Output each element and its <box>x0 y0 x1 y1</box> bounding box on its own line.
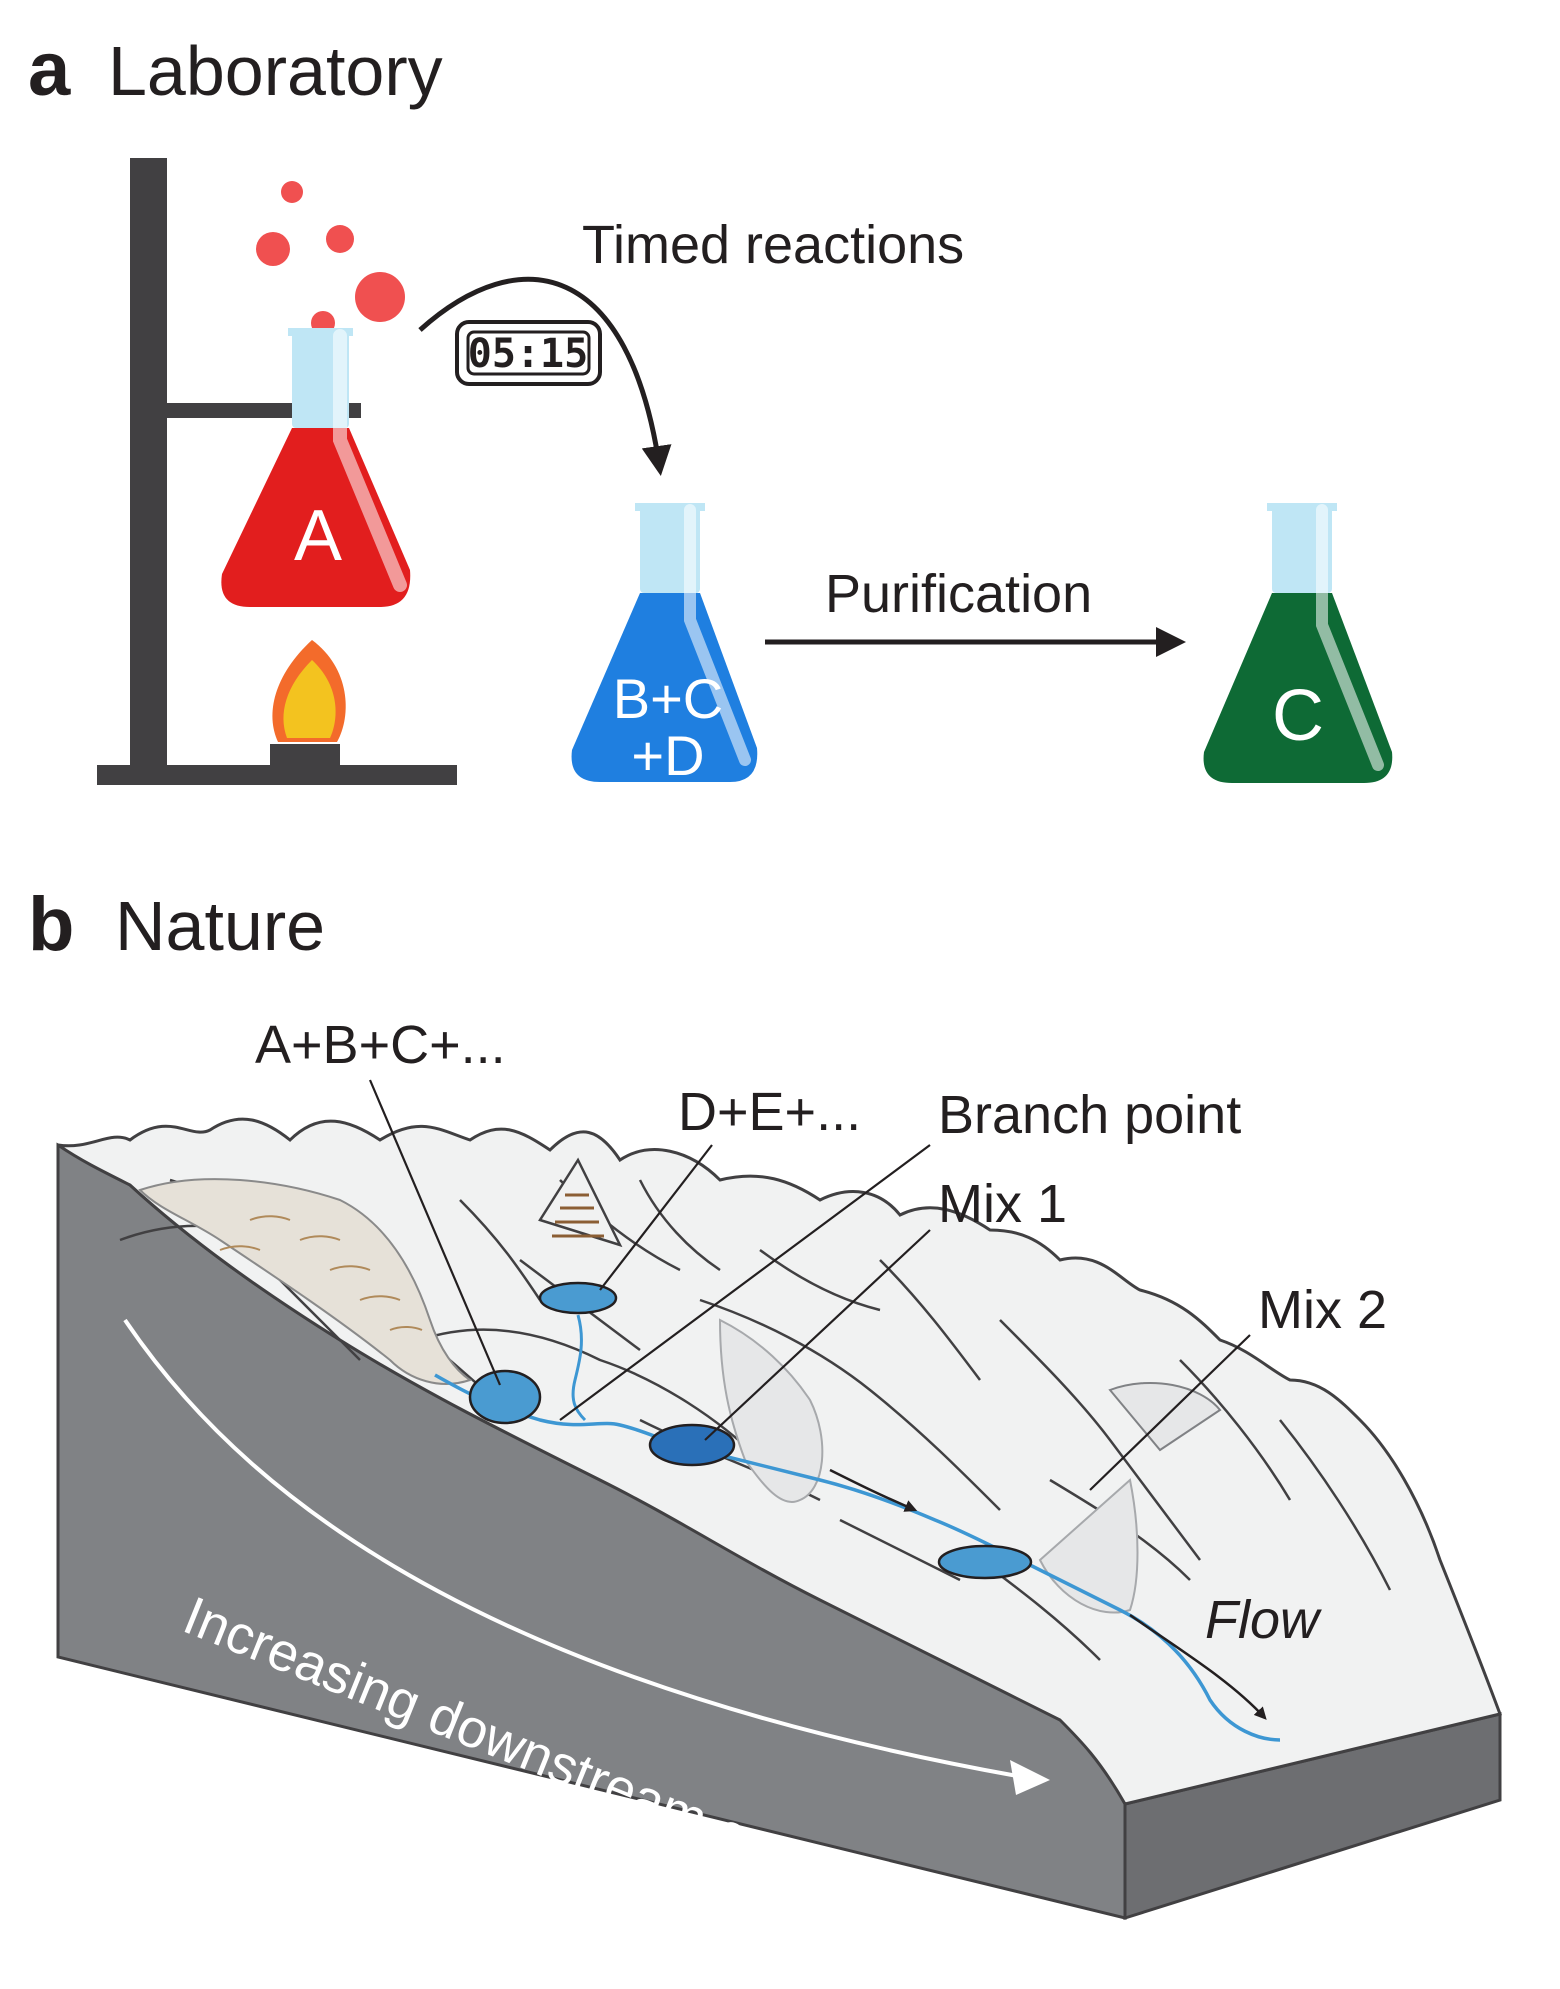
flask-red: A <box>221 328 411 607</box>
talus-cone <box>538 1157 623 1248</box>
label-mix1: Mix 1 <box>938 1174 1067 1234</box>
bubbles <box>256 181 405 335</box>
pool-de <box>538 1281 618 1315</box>
alluvial-fan-left <box>138 1178 473 1385</box>
flask-green-label: C <box>1272 676 1324 756</box>
flow-arrow <box>1129 1613 1267 1720</box>
timed-reactions-label: Timed reactions <box>582 215 964 275</box>
panel-a-title: Laboratory <box>108 32 443 110</box>
timed-arrow <box>418 276 672 476</box>
pool-abc <box>468 1369 542 1425</box>
label-de: D+E+... <box>678 1082 861 1142</box>
panel-a-letter: a <box>28 27 71 112</box>
label-mix2: Mix 2 <box>1258 1280 1387 1340</box>
flask-blue-label-2: +D <box>631 724 704 787</box>
stream <box>434 1373 1281 1742</box>
fan-mix1 <box>718 1318 824 1503</box>
panel-b: b Nature <box>28 882 1502 1951</box>
leader-lines <box>368 1079 1251 1491</box>
complexity-arrow <box>123 1318 1041 1782</box>
timer-display: 05:15 <box>455 320 602 386</box>
label-branch-point: Branch point <box>938 1085 1241 1145</box>
flask-green: C <box>1203 503 1393 783</box>
pool-mix1 <box>648 1423 736 1467</box>
panel-a: a Laboratory A <box>28 27 1393 787</box>
complexity-arrowhead <box>1010 1760 1050 1795</box>
flask-blue: B+C +D <box>571 503 758 787</box>
pool-mix2 <box>937 1544 1033 1580</box>
panel-b-title: Nature <box>115 887 325 965</box>
label-abc: A+B+C+... <box>255 1015 506 1075</box>
flask-blue-label-1: B+C <box>613 667 724 730</box>
panel-b-letter: b <box>28 882 74 967</box>
pools <box>468 1281 1033 1580</box>
burner <box>270 640 346 768</box>
timer-text: 05:15 <box>468 331 588 377</box>
flask-red-label: A <box>294 496 342 576</box>
purification-label: Purification <box>825 564 1092 624</box>
flow-label: Flow <box>1205 1590 1322 1650</box>
